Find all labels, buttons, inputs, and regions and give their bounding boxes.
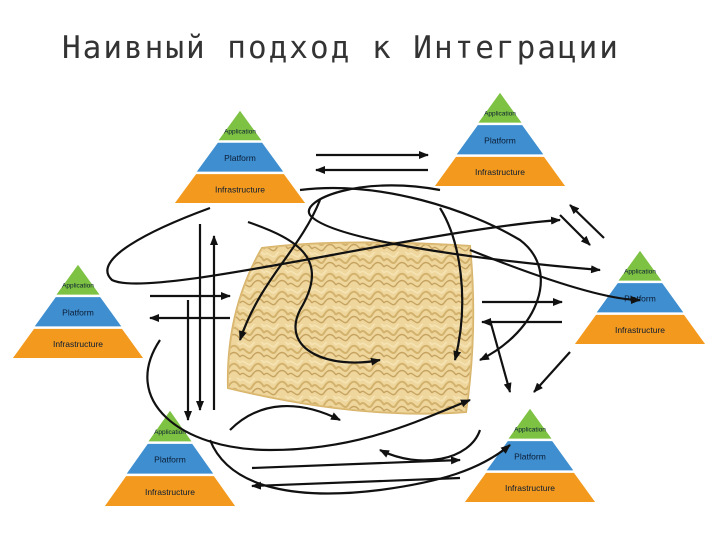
infrastructure-layer <box>433 155 567 187</box>
infrastructure-label: Infrastructure <box>475 167 525 177</box>
application-label: Application <box>62 283 94 290</box>
platform-layer <box>194 141 286 173</box>
noodle-block <box>226 241 475 415</box>
infrastructure-layer <box>573 313 707 345</box>
infrastructure-layer <box>11 327 145 359</box>
infrastructure-layer <box>103 475 237 507</box>
infrastructure-label: Infrastructure <box>215 184 265 194</box>
application-label: Application <box>154 429 186 436</box>
platform-label: Platform <box>224 153 256 163</box>
application-label: Application <box>624 269 656 276</box>
application-label: Application <box>514 427 546 434</box>
application-layer <box>216 109 264 142</box>
infrastructure-label: Infrastructure <box>505 483 555 493</box>
application-label: Application <box>484 111 516 118</box>
application-label: Application <box>224 128 256 135</box>
platform-layer <box>454 124 546 156</box>
application-layer <box>616 249 664 282</box>
arrows-group <box>106 151 641 495</box>
application-layer <box>54 263 102 296</box>
platform-label: Platform <box>484 135 516 145</box>
infrastructure-label: Infrastructure <box>53 339 103 349</box>
infrastructure-layer <box>463 471 597 503</box>
slide-title: Наивный подход к Интеграции <box>62 30 620 66</box>
platform-layer <box>32 296 124 328</box>
application-layer <box>146 409 194 443</box>
infrastructure-layer <box>173 173 307 204</box>
application-layer <box>506 407 554 440</box>
infrastructure-label: Infrastructure <box>145 487 195 497</box>
application-layer <box>476 91 524 124</box>
platform-label: Platform <box>154 454 186 464</box>
platform-layer <box>124 442 216 475</box>
platform-label: Platform <box>514 451 546 461</box>
infrastructure-label: Infrastructure <box>615 325 665 335</box>
platform-label: Platform <box>62 307 94 317</box>
